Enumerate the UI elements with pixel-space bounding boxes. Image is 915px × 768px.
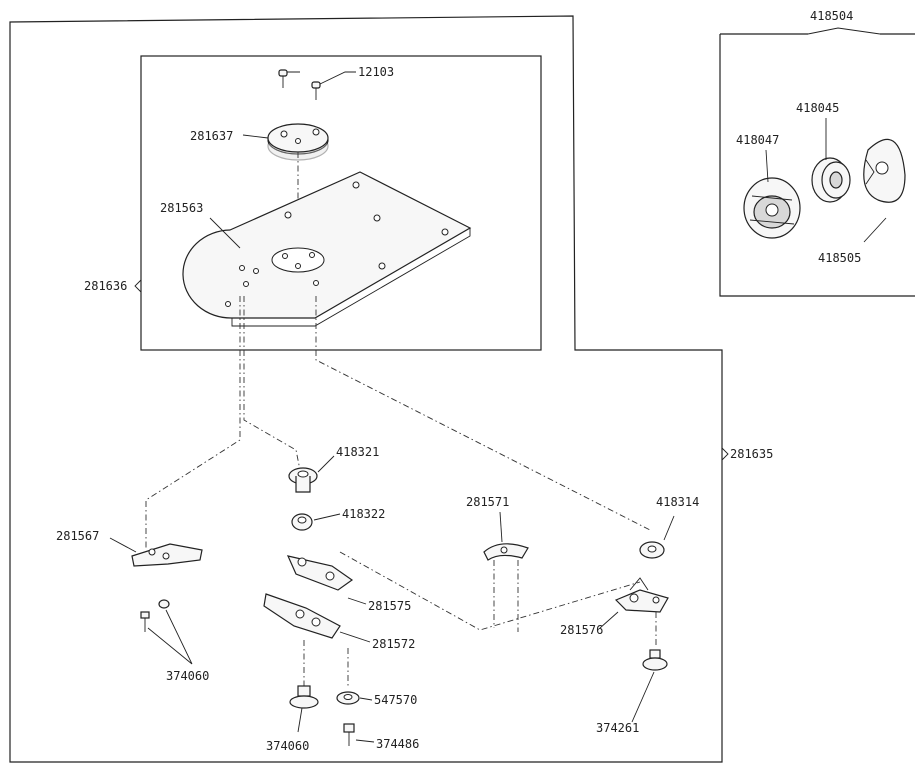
- assembly-bracket-281635: [721, 447, 729, 461]
- screw-374261: [642, 649, 668, 671]
- bobbin-418045: [811, 157, 851, 203]
- dash-line-mid: [339, 551, 641, 631]
- label-374060-bottom: 374060: [266, 739, 309, 753]
- label-418314: 418314: [656, 495, 699, 509]
- dash-line-vert: [493, 560, 519, 632]
- leader-281576: [599, 611, 619, 629]
- leader-281637: [242, 134, 269, 139]
- assembly-frame-281635: [9, 15, 723, 763]
- plate-frame-281636: [140, 55, 542, 351]
- lever-281572: [263, 593, 341, 639]
- leader-281563: [209, 217, 241, 249]
- screw-374486: [343, 723, 355, 746]
- label-374060-left: 374060: [166, 669, 209, 683]
- part-281571: [483, 543, 529, 561]
- leader-12103: [287, 71, 356, 85]
- part-418314: [639, 541, 665, 559]
- hook-bracket-418504: [807, 27, 881, 35]
- leader-418314: [663, 515, 675, 541]
- leader-374486: [355, 739, 375, 743]
- label-281571: 281571: [466, 495, 509, 509]
- label-281637: 281637: [190, 129, 233, 143]
- bobbin-case-418505: [863, 138, 906, 203]
- leader-374060-left: [147, 609, 193, 665]
- bracket-281567: [131, 543, 203, 567]
- label-374486: 374486: [376, 737, 419, 751]
- leader-281571: [499, 511, 503, 543]
- screw-374060-bottom: [289, 640, 319, 709]
- lever-281575: [286, 555, 354, 591]
- label-281563: 281563: [160, 201, 203, 215]
- screw-374060-left-a: [140, 611, 150, 632]
- leader-281575: [347, 597, 367, 605]
- label-418504: 418504: [810, 9, 853, 23]
- dash-line-left: [145, 296, 241, 548]
- screw-12103-right: [311, 81, 321, 100]
- label-374261: 374261: [596, 721, 639, 735]
- hook-418047: [743, 177, 801, 239]
- hook-frame-418504: [719, 33, 915, 297]
- leader-374060-bottom: [297, 707, 303, 733]
- label-281567: 281567: [56, 529, 99, 543]
- label-281576: 281576: [560, 623, 603, 637]
- label-418321: 418321: [336, 445, 379, 459]
- leader-418322: [313, 513, 341, 521]
- leader-418505: [863, 217, 887, 243]
- screw-12103-left: [278, 69, 288, 88]
- label-547570: 547570: [374, 693, 417, 707]
- part-418321: [288, 467, 318, 493]
- leader-281572: [339, 631, 371, 643]
- screw-374060-left-b: [158, 599, 170, 609]
- label-418045: 418045: [796, 101, 839, 115]
- washer-547570: [336, 648, 360, 705]
- disc-281637: [267, 123, 329, 161]
- leader-418047: [765, 149, 769, 183]
- label-418047: 418047: [736, 133, 779, 147]
- leader-281567: [109, 537, 137, 553]
- plate-281563: [182, 171, 472, 327]
- label-281572: 281572: [372, 637, 415, 651]
- dash-line-left-2: [243, 296, 301, 471]
- label-281635: 281635: [730, 447, 773, 461]
- leader-374261: [631, 671, 655, 723]
- leader-547570: [359, 697, 373, 701]
- label-418322: 418322: [342, 507, 385, 521]
- label-281636: 281636: [84, 279, 127, 293]
- label-281575: 281575: [368, 599, 411, 613]
- label-418505: 418505: [818, 251, 861, 265]
- label-12103: 12103: [358, 65, 394, 79]
- part-418322: [291, 513, 313, 531]
- dash-line-right: [315, 296, 651, 531]
- part-281576: [614, 577, 669, 613]
- leader-418321: [317, 455, 335, 473]
- plate-bracket-281636: [134, 279, 142, 293]
